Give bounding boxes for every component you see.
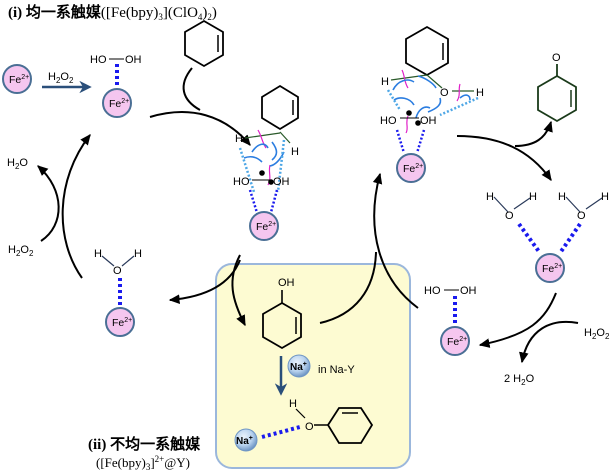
heterogeneous-catalyst-title: (ii) 不均一系触媒 xyxy=(88,435,201,453)
svg-text:Fe2+: Fe2+ xyxy=(112,317,132,329)
h2o-label-left: H2O xyxy=(7,157,28,171)
cycle-arrow-to-cyclohexenol xyxy=(231,254,246,327)
cyclohexenol-molecule: OH xyxy=(262,277,302,350)
cycle-arrow-to-fe-h2o2-right xyxy=(478,292,557,348)
svg-text:Fe2+: Fe2+ xyxy=(447,336,467,348)
fe-h2o2-complex-right: HO OH Fe2+ xyxy=(424,285,477,356)
svg-text:OH: OH xyxy=(273,176,290,188)
h2o2-label: H2O2 xyxy=(48,71,74,85)
svg-text:Na+: Na+ xyxy=(236,435,253,447)
transition-state-1: H H HO OH Fe2+ xyxy=(233,84,299,241)
svg-text:Fe2+: Fe2+ xyxy=(403,163,423,175)
svg-text:H: H xyxy=(601,191,609,203)
svg-text:O: O xyxy=(577,210,586,222)
svg-text:HO: HO xyxy=(380,115,397,127)
svg-text:OH: OH xyxy=(460,285,477,297)
svg-text:Na+: Na+ xyxy=(290,361,307,373)
in-na-y-label: in Na-Y xyxy=(318,364,355,376)
svg-text:OH: OH xyxy=(125,54,142,66)
transition-state-2: H O H HO OH Fe2+ xyxy=(380,25,484,183)
svg-text:H: H xyxy=(476,87,484,99)
svg-text:Fe2+: Fe2+ xyxy=(109,98,129,110)
cycle-arrow-to-ts1 xyxy=(149,111,251,146)
fe-ion-free: Fe2+ xyxy=(2,64,32,94)
fe-aqua-complex: H O H Fe2+ xyxy=(94,248,142,337)
svg-text:H: H xyxy=(134,248,142,260)
svg-text:Fe2+: Fe2+ xyxy=(256,221,276,233)
h2o2-in-h2o-out-left-arrow xyxy=(37,165,60,242)
cycle-arrow-to-ts2 xyxy=(372,172,419,309)
na-ion-label: Na+ xyxy=(287,354,311,378)
svg-text:H: H xyxy=(529,191,537,203)
svg-text:Fe2+: Fe2+ xyxy=(542,263,562,275)
svg-text:O: O xyxy=(440,87,449,99)
svg-text:HO: HO xyxy=(233,176,250,188)
svg-text:O: O xyxy=(552,52,561,64)
homogeneous-catalyst-title: (i) 均一系触媒([Fe(bpy)3](ClO4)2) xyxy=(8,3,217,22)
cyclohexene-join-curve xyxy=(182,67,201,111)
cycle-arrow-to-fe-aqua xyxy=(168,259,241,304)
h2o2-addition-arrow: H2O2 xyxy=(42,71,92,94)
cycle-arrow-to-diaqua xyxy=(456,135,552,181)
svg-text:O: O xyxy=(113,265,122,277)
svg-text:H: H xyxy=(291,146,299,158)
h2o2-label-right: H2O2 xyxy=(584,327,610,341)
h2o2-in-2h2o-out-arrow xyxy=(519,321,579,364)
svg-text:OH: OH xyxy=(420,115,437,127)
svg-text:O: O xyxy=(505,210,514,222)
svg-text:H: H xyxy=(558,191,566,203)
h2o2-label-left: H2O2 xyxy=(8,244,34,258)
cyclohexene-molecule xyxy=(184,19,224,68)
svg-text:H: H xyxy=(235,133,243,145)
product-release-arrow xyxy=(514,120,553,147)
svg-text:H: H xyxy=(289,398,297,410)
fe-h2o2-complex-top: HO OH Fe2+ xyxy=(90,54,142,118)
svg-text:H: H xyxy=(486,191,494,203)
heterogeneous-catalyst-formula: ([Fe(bpy)3]2+@Y) xyxy=(96,454,190,472)
svg-text:HO: HO xyxy=(90,54,107,66)
svg-text:HO: HO xyxy=(424,285,441,297)
svg-text:H: H xyxy=(381,76,389,88)
cycle-arrow-left-up xyxy=(61,134,91,279)
na-bound-cyclohexenol: Na+ H O xyxy=(234,398,374,452)
svg-text:Fe2+: Fe2+ xyxy=(9,74,29,86)
svg-text:H: H xyxy=(94,248,102,260)
two-h2o-label: 2 H2O xyxy=(504,373,535,387)
zeolite-cage-box xyxy=(215,263,411,469)
svg-text:O: O xyxy=(305,421,314,433)
cyclohexenol-join-curve xyxy=(319,251,377,324)
cyclohexenone-product: O xyxy=(537,52,577,123)
svg-text:OH: OH xyxy=(278,277,295,289)
fe-diaqua-complex: H O H H O H Fe2+ xyxy=(486,191,609,283)
